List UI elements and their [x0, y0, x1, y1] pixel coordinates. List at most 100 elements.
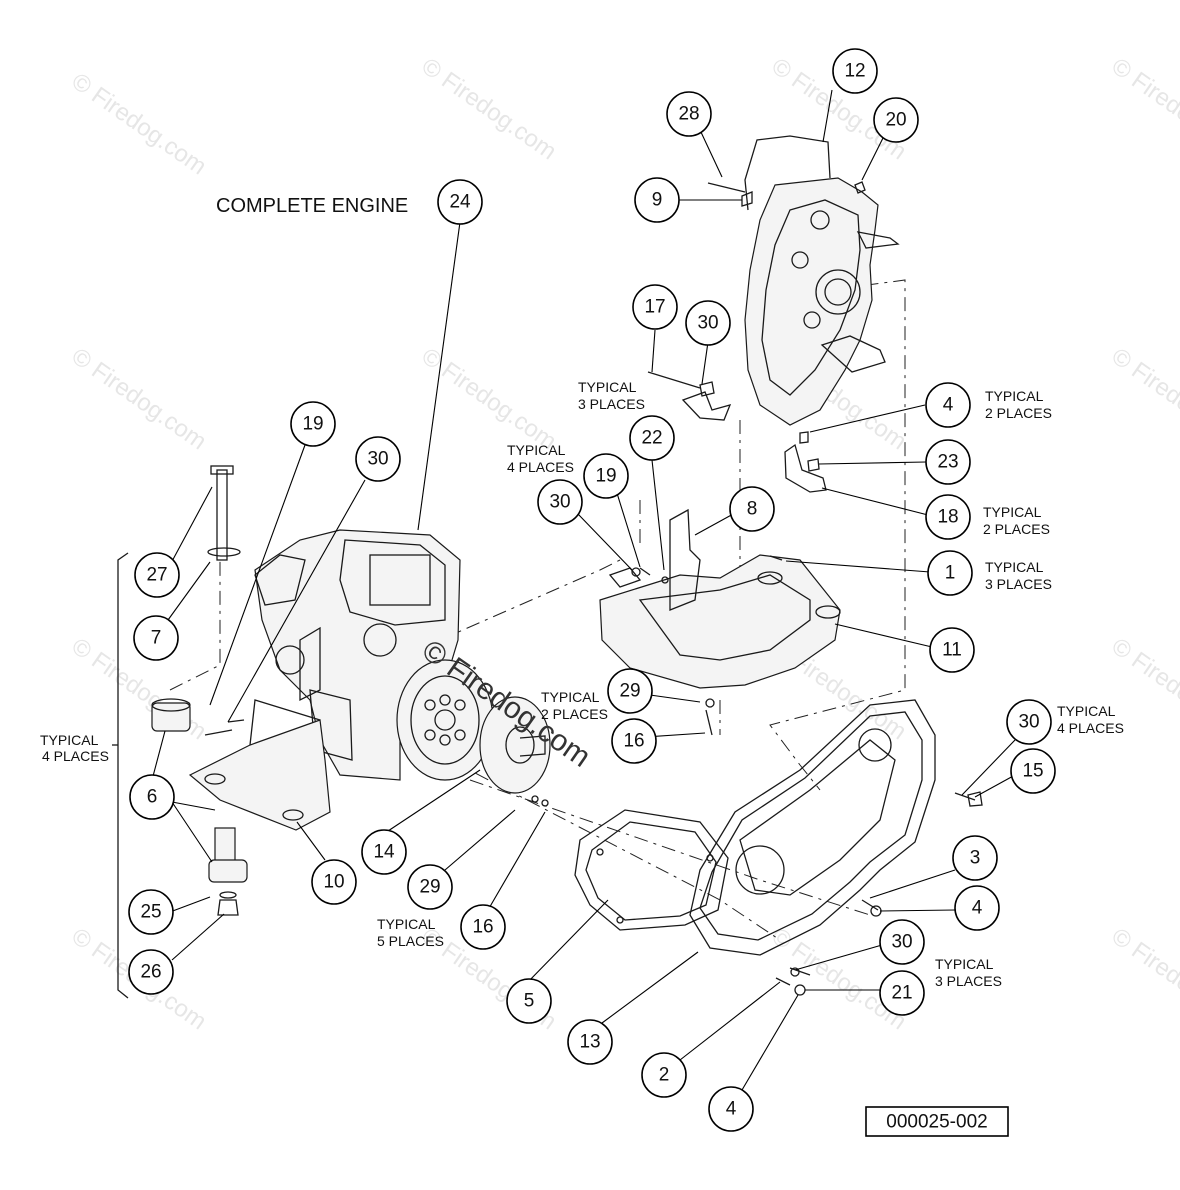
svg-text:3: 3	[970, 848, 981, 869]
watermark-text: © Firedog.com	[67, 343, 212, 456]
note-line: 4 PLACES	[1057, 720, 1124, 736]
svg-text:4: 4	[726, 1099, 737, 1120]
note-line: TYPICAL	[1057, 703, 1116, 719]
note-line: 4 PLACES	[42, 748, 109, 764]
svg-text:29: 29	[419, 877, 440, 898]
watermark-text: © Firedog.com	[1107, 923, 1180, 1036]
watermark-text: © Firedog.com	[67, 68, 212, 181]
svg-text:4: 4	[972, 898, 983, 919]
upper-bracket	[647, 371, 827, 493]
callout-7[interactable]: 7	[133, 615, 179, 661]
svg-text:18: 18	[937, 507, 958, 528]
callout-13[interactable]: 13	[567, 1019, 613, 1065]
callout-9[interactable]: 9	[634, 177, 680, 223]
callout-30[interactable]: 30	[879, 919, 925, 965]
callout-8[interactable]: 8	[729, 486, 775, 532]
callout-27[interactable]: 27	[134, 552, 180, 598]
svg-text:27: 27	[146, 565, 167, 586]
svg-text:11: 11	[942, 640, 962, 661]
note-line: TYPICAL	[40, 732, 99, 748]
title-complete-engine: COMPLETE ENGINE	[216, 195, 408, 217]
watermark-text: © Firedog.com	[417, 343, 562, 456]
callout-4[interactable]: 4	[954, 885, 1000, 931]
callout-16[interactable]: 16	[611, 718, 657, 764]
svg-text:19: 19	[595, 466, 616, 487]
note-line: TYPICAL	[983, 504, 1042, 520]
belt-housing	[689, 699, 936, 956]
callout-15[interactable]: 15	[1010, 748, 1056, 794]
svg-text:25: 25	[140, 902, 161, 923]
callout-30[interactable]: 30	[685, 300, 731, 346]
callout-30[interactable]: 30	[1006, 699, 1052, 745]
callout-1[interactable]: 1	[927, 550, 973, 596]
callout-18[interactable]: 18	[925, 494, 971, 540]
callout-16[interactable]: 16	[460, 904, 506, 950]
callout-14[interactable]: 14	[361, 829, 407, 875]
callout-19[interactable]: 19	[583, 453, 629, 499]
svg-text:14: 14	[373, 842, 395, 863]
svg-text:6: 6	[147, 787, 158, 808]
typical-notes: TYPICAL 4 PLACES TYPICAL 3 PLACES TYPICA…	[40, 379, 1124, 989]
callout-20[interactable]: 20	[873, 97, 919, 143]
svg-text:19: 19	[302, 414, 323, 435]
svg-text:1: 1	[945, 563, 956, 584]
callout-23[interactable]: 23	[925, 439, 971, 485]
callout-3[interactable]: 3	[952, 835, 998, 881]
callout-4[interactable]: 4	[708, 1086, 754, 1132]
svg-text:16: 16	[472, 917, 493, 938]
drawing-number-box: 000025-002	[865, 1106, 1009, 1137]
drawing-number: 000025-002	[886, 1112, 987, 1133]
watermark-text: © Firedog.com	[1107, 53, 1180, 166]
svg-text:15: 15	[1022, 761, 1043, 782]
assembly-centerlines	[169, 279, 906, 941]
note-line: 5 PLACES	[377, 933, 444, 949]
gearbox-assembly	[707, 135, 900, 426]
callout-24[interactable]: 24	[437, 179, 483, 225]
svg-text:8: 8	[747, 499, 758, 520]
svg-text:4: 4	[943, 395, 954, 416]
note-line: TYPICAL	[985, 559, 1044, 575]
callout-10[interactable]: 10	[311, 859, 357, 905]
svg-text:9: 9	[652, 190, 663, 211]
svg-text:26: 26	[140, 962, 161, 983]
callout-21[interactable]: 21	[879, 970, 925, 1016]
svg-text:30: 30	[1018, 712, 1039, 733]
engine-mount-bracket	[151, 465, 331, 916]
callout-29[interactable]: 29	[407, 864, 453, 910]
svg-text:23: 23	[937, 452, 958, 473]
flywheel-housing	[574, 809, 729, 931]
callout-29[interactable]: 29	[607, 668, 653, 714]
callout-30[interactable]: 30	[537, 479, 583, 525]
callout-11[interactable]: 11	[929, 627, 975, 673]
callout-25[interactable]: 25	[128, 889, 174, 935]
callout-17[interactable]: 17	[632, 284, 678, 330]
coupling-plate	[479, 696, 551, 807]
callout-4[interactable]: 4	[925, 382, 971, 428]
svg-text:22: 22	[641, 428, 662, 449]
callout-22[interactable]: 22	[629, 415, 675, 461]
callout-26[interactable]: 26	[128, 949, 174, 995]
callout-2[interactable]: 2	[641, 1052, 687, 1098]
svg-text:12: 12	[844, 61, 865, 82]
svg-text:30: 30	[367, 449, 388, 470]
note-line: TYPICAL	[935, 956, 994, 972]
callout-30[interactable]: 30	[355, 436, 401, 482]
note-line: 3 PLACES	[935, 973, 1002, 989]
left-group-bracket	[112, 552, 129, 999]
svg-text:17: 17	[644, 297, 665, 318]
svg-text:24: 24	[449, 192, 471, 213]
svg-text:30: 30	[891, 932, 912, 953]
callouts: 12 28 20 9 24 17 30 4 22 23 19 30 30 19 …	[128, 48, 1056, 1132]
note-line: TYPICAL	[377, 916, 436, 932]
callout-5[interactable]: 5	[506, 978, 552, 1024]
callout-12[interactable]: 12	[832, 48, 878, 94]
svg-text:16: 16	[623, 731, 644, 752]
callout-19[interactable]: 19	[290, 401, 336, 447]
callout-28[interactable]: 28	[666, 91, 712, 137]
note-line: TYPICAL	[578, 379, 637, 395]
watermark-text: © Firedog.com	[417, 53, 562, 166]
callout-6[interactable]: 6	[129, 774, 175, 820]
note-line: TYPICAL	[507, 442, 566, 458]
mount-plate	[599, 508, 841, 689]
